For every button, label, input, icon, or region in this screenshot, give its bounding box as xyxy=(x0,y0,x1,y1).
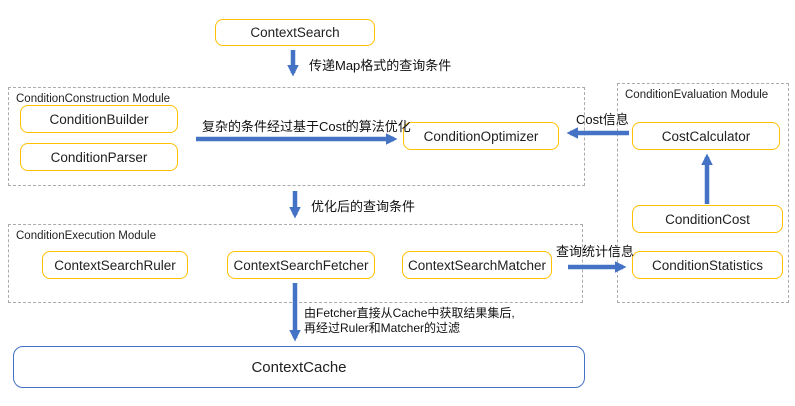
node-condition-builder-label: ConditionBuilder xyxy=(49,111,149,127)
edge-label-query-statistics: 查询统计信息 xyxy=(556,244,635,259)
node-context-search-ruler-label: ContextSearchRuler xyxy=(54,257,176,273)
node-condition-optimizer-label: ConditionOptimizer xyxy=(423,128,539,144)
node-context-search-fetcher-label: ContextSearchFetcher xyxy=(233,257,369,273)
edge-label-fetch-line2: 再经过Ruler和Matcher的过滤 xyxy=(304,321,461,335)
module-condition-construction: ConditionConstruction Module xyxy=(8,87,585,186)
module-condition-execution-label: ConditionExecution Module xyxy=(16,230,157,242)
node-context-search-ruler: ContextSearchRuler xyxy=(42,251,188,279)
edge-label-cost-info: Cost信息 xyxy=(576,112,629,127)
node-cost-calculator-label: CostCalculator xyxy=(661,128,751,144)
node-condition-statistics: ConditionStatistics xyxy=(632,251,783,279)
node-condition-optimizer: ConditionOptimizer xyxy=(403,122,559,150)
node-condition-parser: ConditionParser xyxy=(20,143,178,171)
edge-label-fetch-line1: 由Fetcher直接从Cache中获取结果集后, xyxy=(304,306,515,320)
edge-label-optimized-condition: 优化后的查询条件 xyxy=(311,199,416,214)
module-condition-evaluation-label: ConditionEvaluation Module xyxy=(625,89,769,101)
edge-label-fetch-from-cache: 由Fetcher直接从Cache中获取结果集后, 再经过Ruler和Matche… xyxy=(304,306,515,336)
node-condition-parser-label: ConditionParser xyxy=(50,149,148,165)
module-condition-construction-label: ConditionConstruction Module xyxy=(16,93,171,105)
node-context-cache-label: ContextCache xyxy=(251,358,347,376)
node-condition-cost-label: ConditionCost xyxy=(665,211,750,227)
node-context-search: ContextSearch xyxy=(215,19,375,46)
edge-label-cost-optimization: 复杂的条件经过基于Cost的算法优化 xyxy=(202,119,411,134)
node-context-cache: ContextCache xyxy=(13,346,585,388)
node-context-search-matcher: ContextSearchMatcher xyxy=(402,251,552,279)
module-condition-evaluation: ConditionEvaluation Module xyxy=(617,83,789,303)
node-condition-statistics-label: ConditionStatistics xyxy=(651,257,764,273)
node-context-search-label: ContextSearch xyxy=(250,25,340,40)
edge-label-pass-map-condition: 传递Map格式的查询条件 xyxy=(309,58,452,73)
node-condition-builder: ConditionBuilder xyxy=(20,105,178,133)
node-condition-cost: ConditionCost xyxy=(632,205,783,233)
node-context-search-matcher-label: ContextSearchMatcher xyxy=(407,257,547,273)
node-context-search-fetcher: ContextSearchFetcher xyxy=(227,251,375,279)
node-cost-calculator: CostCalculator xyxy=(632,122,780,150)
